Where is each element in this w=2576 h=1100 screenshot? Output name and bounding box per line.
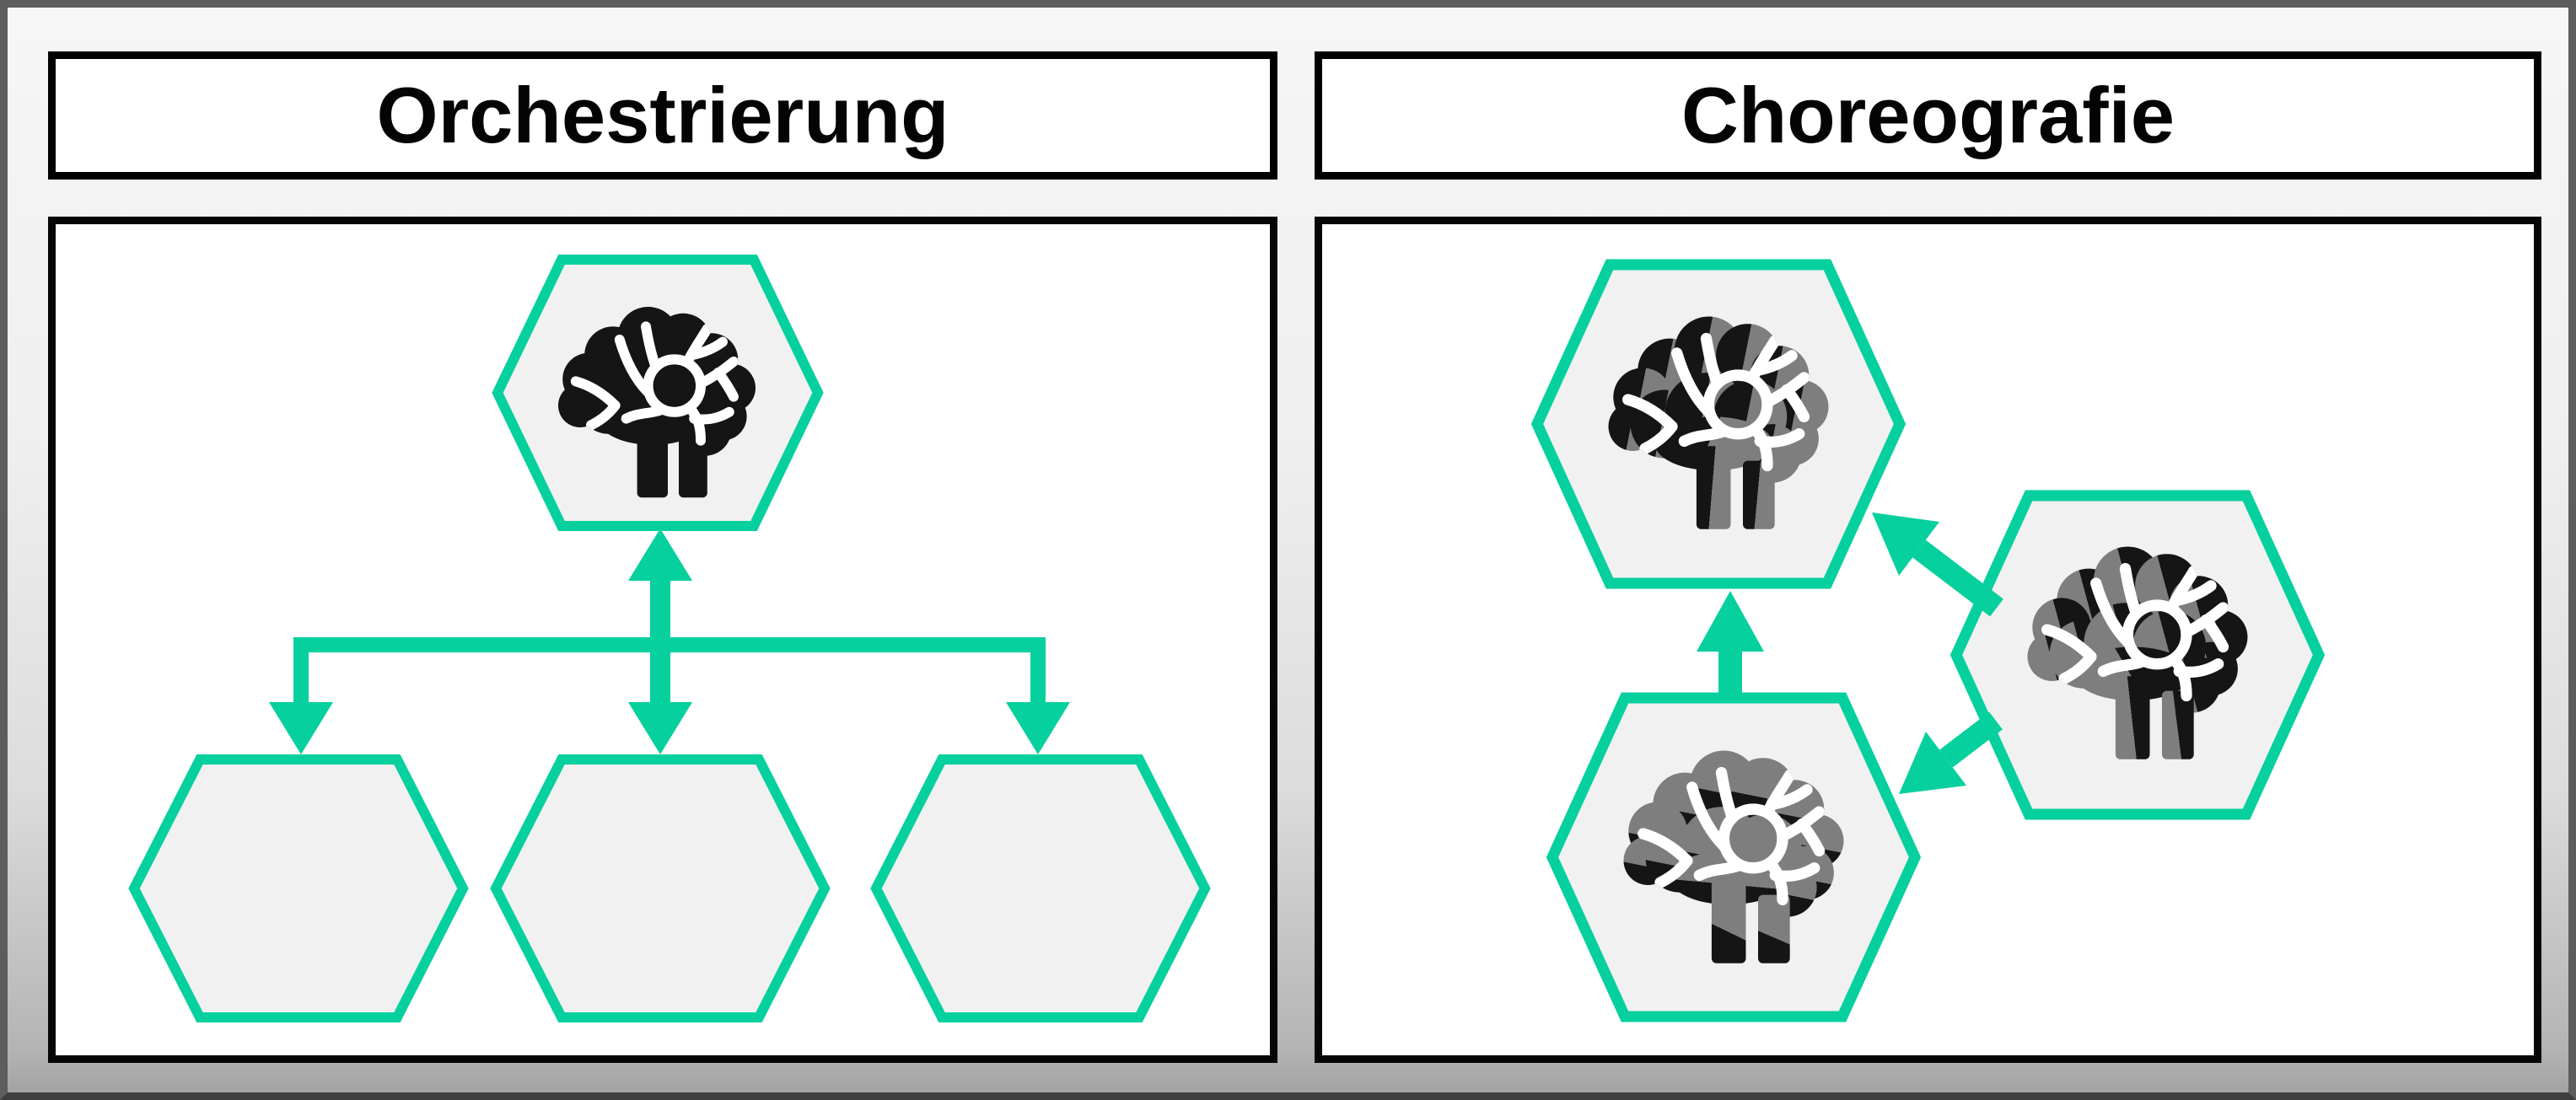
arrow-up-left xyxy=(1872,512,2003,617)
worker-hexagon-middle xyxy=(490,754,831,1022)
worker-hexagon-right xyxy=(870,754,1211,1022)
panel-choreography: Choreografie xyxy=(1315,8,2541,1092)
branch-arrows xyxy=(269,637,1070,754)
panel-orchestration: Orchestrierung xyxy=(48,8,1277,1092)
choreography-title-box: Choreografie xyxy=(1315,51,2541,180)
orchestration-diagram-box xyxy=(48,217,1277,1063)
orchestration-diagram xyxy=(128,255,1211,1022)
choreography-title: Choreografie xyxy=(1681,71,2175,159)
worker-hexagon-left xyxy=(128,754,469,1022)
choreography-diagram xyxy=(1530,259,2326,1022)
orchestration-title: Orchestrierung xyxy=(376,71,949,159)
arrow-down-left xyxy=(1899,711,2003,794)
orchestration-title-box: Orchestrierung xyxy=(48,51,1277,180)
choreography-diagram-box xyxy=(1315,217,2541,1063)
arrow-up xyxy=(1697,591,1764,694)
